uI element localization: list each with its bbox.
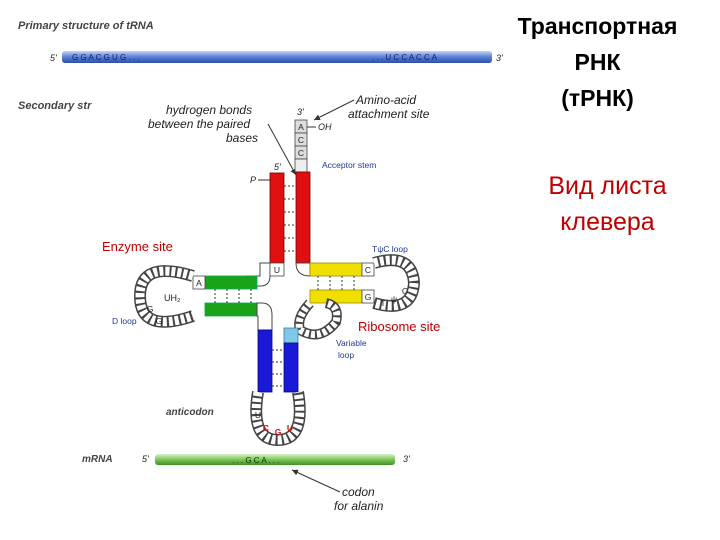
amino-acid-label-1: Amino-acid [355, 93, 416, 107]
d-base-a: A [196, 278, 202, 288]
t-arm-bottom [309, 289, 363, 304]
codon-label-1: codon [342, 485, 375, 499]
hbonds-label-2: between the paired [148, 117, 250, 131]
acceptor-tip-letter-c2: C [298, 148, 304, 158]
enzyme-site-label: Enzyme site [102, 239, 173, 254]
mrna-five-prime: 5' [142, 454, 149, 464]
hbonds-pointer [267, 123, 297, 176]
d-base-g2: G [156, 316, 163, 326]
side-title-line-1: Транспортная [517, 13, 678, 39]
mrna-three-prime: 3' [403, 454, 410, 464]
primary-title: Primary structure of tRNA [18, 20, 154, 32]
primary-sequence-right: . . . U C C A C C A [372, 53, 438, 62]
t-loop-inner [372, 255, 419, 311]
d-loop-inner [135, 266, 195, 327]
codon-label-2: for alanin [334, 499, 384, 513]
anticodon-base-g: G [275, 427, 282, 437]
mrna-sequence: . . . G C A . . . [232, 456, 280, 465]
base-u-left-letter: U [274, 265, 280, 275]
d-loop-uh2: UH₂ [164, 293, 181, 303]
variable-loop-label-2: loop [338, 350, 354, 360]
primary-three-prime: 3' [496, 53, 503, 63]
tpsic-loop-label: TψC loop [372, 244, 408, 254]
mrna-label: mRNA [82, 454, 113, 465]
d-base-g1: G [147, 304, 154, 314]
acceptor-tip-letter-c1: C [298, 135, 304, 145]
d-arm-top [204, 275, 258, 290]
t-base-g: G [365, 292, 372, 302]
d-to-anticodon-link [256, 302, 273, 331]
acceptor-stem-hbonds [284, 185, 296, 252]
primary-five-prime: 5' [50, 53, 57, 63]
codon-pointer [291, 469, 341, 493]
variable-loop-inner [295, 299, 341, 338]
variable-loop-label-1: Variable [336, 338, 367, 348]
acceptor-stem-label: Acceptor stem [322, 160, 376, 170]
side-subtitle-line-1: Вид листа [548, 172, 667, 200]
anticodon-loop-inner [251, 391, 305, 445]
t-base-t: T [380, 298, 385, 308]
secondary-title: Secondary str [18, 100, 92, 112]
mrna-strand-bar [155, 454, 395, 465]
d-arm-hbonds [214, 289, 252, 303]
d-loop-label: D loop [112, 316, 137, 326]
side-subtitle-line-2: клевера [560, 208, 655, 236]
t-base-psi: ψ [391, 294, 397, 304]
anticodon-label: anticodon [166, 407, 214, 418]
amino-acid-pointer [313, 99, 355, 121]
oh-label: OH [318, 122, 332, 132]
t-base-c1: C [365, 265, 371, 275]
d-arm-bottom [204, 302, 258, 317]
t-base-g-box [361, 289, 375, 304]
p-label: P [250, 175, 256, 185]
acceptor-to-t-link [295, 262, 311, 277]
side-title: Транспортная РНК (тРНК) [485, 8, 710, 116]
three-prime-label: 3' [297, 107, 304, 117]
hbonds-label-3: bases [226, 131, 258, 145]
acceptor-tip-letter-a: A [298, 122, 304, 132]
anticodon-stem-hbonds [272, 349, 284, 387]
hbonds-label-1: hydrogen bonds [166, 103, 252, 117]
acceptor-stem-left [269, 172, 285, 264]
primary-sequence-left: G G A C G U G . . . [72, 53, 140, 62]
t-arm-hbonds [317, 276, 355, 290]
t-base-c2: C [402, 286, 408, 296]
side-title-line-2: РНК [574, 49, 621, 75]
acceptor-stem-right [295, 171, 311, 264]
anticodon-stem-right [283, 342, 299, 393]
anticodon-variable-segment [283, 327, 299, 344]
side-title-line-3: (тРНК) [561, 85, 634, 111]
acceptor-gray-link [294, 158, 308, 173]
d-base-a-box [192, 275, 206, 290]
side-subtitle: Вид листа клевера [505, 168, 710, 240]
base-u-left [269, 262, 285, 277]
anticodon-base-c: C [263, 423, 269, 433]
ribosome-site-label: Ribosome site [358, 319, 440, 334]
anticodon-base-u1: U [255, 410, 261, 420]
five-prime-label: 5' [274, 162, 281, 172]
amino-acid-label-2: attachment site [348, 107, 430, 121]
t-arm-top [309, 262, 363, 277]
primary-strand-bar [62, 51, 492, 63]
anticodon-base-u2: U [287, 423, 293, 433]
t-base-c1-box [361, 262, 375, 277]
anticodon-stem-left [257, 329, 273, 393]
